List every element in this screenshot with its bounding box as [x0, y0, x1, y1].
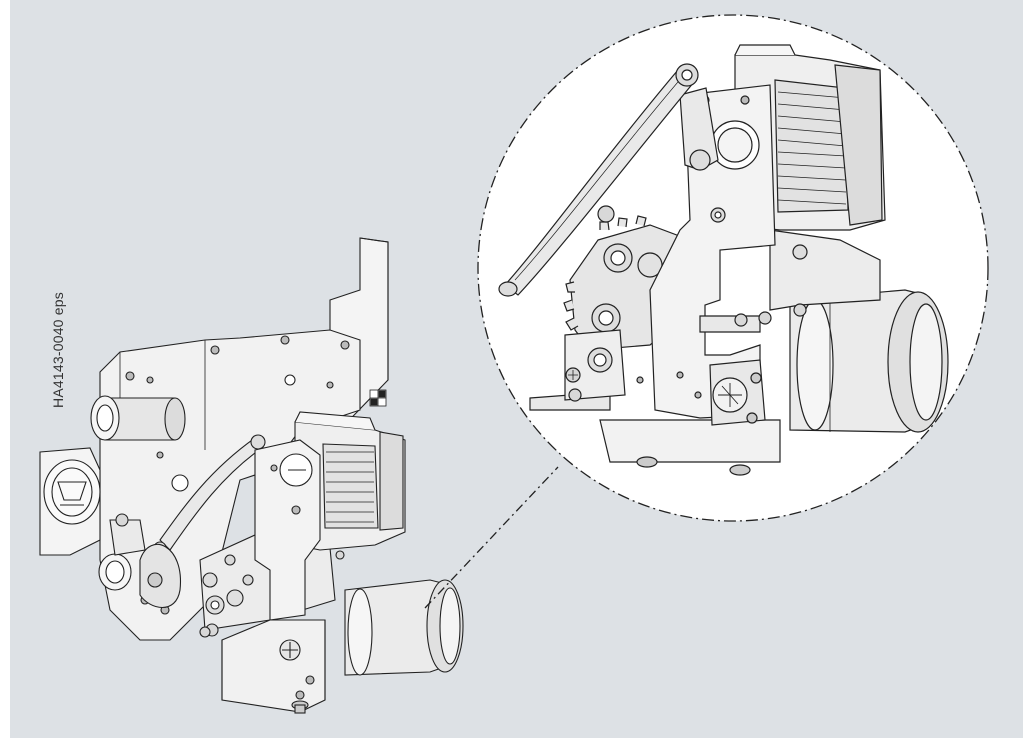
detail-front-plate: [636, 84, 776, 419]
base-bracket: [221, 619, 326, 714]
detail-view: [477, 14, 989, 522]
bearing-cylinder: [90, 395, 186, 441]
motor-cylinder: [344, 579, 464, 676]
motor-housing: [294, 411, 406, 551]
detail-crank: [679, 87, 719, 171]
detail-fasteners: [568, 205, 807, 402]
logo-grid-icon: [369, 389, 387, 407]
lower-bearing: [98, 519, 146, 591]
fasteners: [115, 513, 345, 638]
detail-leader-line: [424, 466, 559, 609]
round-cover: [39, 447, 101, 556]
front-plate: [254, 439, 321, 621]
cam-latch: [139, 543, 181, 608]
detail-gear-housing: [769, 229, 881, 311]
main-assembly: [39, 237, 464, 714]
detail-switch-block: [709, 359, 766, 426]
detail-lower-plate: [564, 329, 626, 401]
detail-base-plate: [529, 391, 781, 476]
detail-lever-arm: [498, 63, 699, 297]
detail-motor-cylinder: [789, 289, 949, 433]
detail-circle-outline: [477, 14, 989, 522]
